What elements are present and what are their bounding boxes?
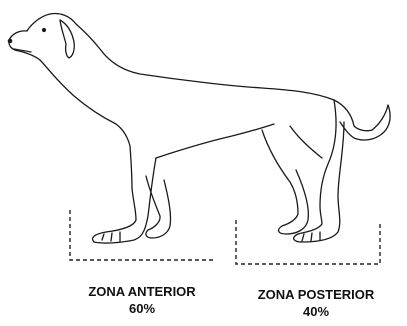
front-zone-percent: 60% (52, 300, 232, 317)
dog-rear-paw-near (302, 232, 320, 241)
dog-body-outline (9, 13, 372, 130)
dog-thigh-detail (290, 126, 322, 158)
rear-zone-label: ZONA POSTERIOR (226, 286, 406, 303)
dog-rear-leg-far (262, 130, 308, 234)
rear-zone-caption: ZONA POSTERIOR 40% (226, 286, 406, 320)
dog-ear (60, 20, 74, 58)
rear-zone-percent: 40% (226, 303, 406, 320)
dog-muzzle-outline (9, 40, 40, 60)
dog-chest-outline (40, 60, 132, 188)
dog-front-paw-near (102, 232, 120, 241)
zone-brackets (70, 210, 380, 264)
dog-belly-outline (156, 124, 274, 158)
dog-nose (8, 39, 13, 44)
front-zone-label: ZONA ANTERIOR (52, 283, 232, 300)
dog-rear-leg-near (294, 100, 344, 242)
front-zone-caption: ZONA ANTERIOR 60% (52, 283, 232, 317)
dog-eye (42, 28, 46, 32)
dog-front-leg-near (93, 158, 157, 243)
dog-icon (8, 13, 390, 243)
